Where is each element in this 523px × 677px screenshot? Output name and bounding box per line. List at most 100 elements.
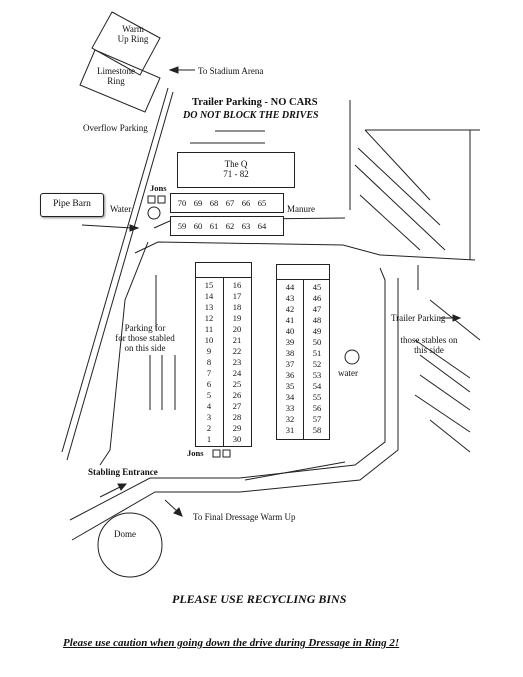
main-road-edge-a <box>61 87 169 453</box>
stall-68: 68 <box>209 198 219 208</box>
drive-mid <box>134 241 476 261</box>
trailer-parking-title: Trailer Parking - NO CARS <box>192 97 318 108</box>
stall-54: 54 <box>312 381 322 391</box>
parking-left-label: Parking for for those stabled on this si… <box>115 323 175 353</box>
stall-8: 8 <box>206 357 212 367</box>
stall-34: 34 <box>285 392 295 402</box>
stall-41: 41 <box>285 315 295 325</box>
stabling-entrance-label: Stabling Entrance <box>88 467 158 477</box>
stall-45: 45 <box>312 282 322 292</box>
stall-17: 17 <box>232 291 242 301</box>
stall-21: 21 <box>232 335 242 345</box>
stall-36: 36 <box>285 370 295 380</box>
stall-4: 4 <box>206 401 212 411</box>
stall-66: 66 <box>241 198 251 208</box>
stall-1: 1 <box>206 434 212 444</box>
stall-22: 22 <box>232 346 242 356</box>
stall-13: 13 <box>204 302 214 312</box>
stall-70: 70 <box>177 198 187 208</box>
stall-35: 35 <box>285 381 295 391</box>
stall-69: 69 <box>193 198 203 208</box>
stall-57: 57 <box>312 414 322 424</box>
limestone-ring-outline <box>79 49 161 113</box>
to-stadium-label: To Stadium Arena <box>198 66 264 76</box>
the-q-range: 71 - 82 <box>223 169 249 179</box>
stall-63: 63 <box>241 221 251 231</box>
stall-3: 3 <box>206 412 212 422</box>
limestone-ring-label: Limestone Ring <box>97 66 135 86</box>
stall-58: 58 <box>312 425 322 435</box>
water-label-left: Water <box>110 204 132 214</box>
warm-up-ring-outline <box>91 11 161 76</box>
caution-notice: Please use caution when going down the d… <box>63 637 400 649</box>
stall-65: 65 <box>257 198 267 208</box>
stall-59: 59 <box>177 221 187 231</box>
stall-40: 40 <box>285 326 295 336</box>
stall-7: 7 <box>206 368 212 378</box>
stall-46: 46 <box>312 293 322 303</box>
stall-61: 61 <box>209 221 219 231</box>
stall-49: 49 <box>312 326 322 336</box>
stall-38: 38 <box>285 348 295 358</box>
stall-48: 48 <box>312 315 322 325</box>
stall-62: 62 <box>225 221 235 231</box>
recycling-notice: PLEASE USE RECYCLING BINS <box>172 592 347 606</box>
stall-25: 25 <box>232 379 242 389</box>
stall-51: 51 <box>312 348 322 358</box>
stall-block-row-top: 70 69 68 67 66 65 <box>170 193 284 213</box>
stall-30: 30 <box>232 434 242 444</box>
stall-39: 39 <box>285 337 295 347</box>
final-dressage-label: To Final Dressage Warm Up <box>193 512 296 522</box>
warm-up-ring-label: Warm Up Ring <box>117 24 149 44</box>
stall-9: 9 <box>206 346 212 356</box>
dome-label: Dome <box>114 529 136 539</box>
pipe-barn-box: Pipe Barn <box>40 193 104 217</box>
stables-right-label: those stables on this side <box>400 335 458 355</box>
stall-row-bottom: 59 60 61 62 63 64 <box>174 221 270 231</box>
stall-31: 31 <box>285 425 295 435</box>
stall-60: 60 <box>193 221 203 231</box>
stall-2: 2 <box>206 423 212 433</box>
stall-15: 15 <box>204 280 214 290</box>
stall-50: 50 <box>312 337 322 347</box>
stall-23: 23 <box>232 357 242 367</box>
stall-47: 47 <box>312 304 322 314</box>
stall-55: 55 <box>312 392 322 402</box>
stall-27: 27 <box>232 401 242 411</box>
stall-row-top: 70 69 68 67 66 65 <box>174 198 270 208</box>
stall-10: 10 <box>204 335 214 345</box>
stall-37: 37 <box>285 359 295 369</box>
stall-16: 16 <box>232 280 242 290</box>
stall-28: 28 <box>232 412 242 422</box>
stall-43: 43 <box>285 293 295 303</box>
stall-42: 42 <box>285 304 295 314</box>
the-q-building: The Q 71 - 82 <box>177 152 295 188</box>
stall-32: 32 <box>285 414 295 424</box>
water-label-right: water <box>338 368 358 378</box>
stall-67: 67 <box>225 198 235 208</box>
stall-52: 52 <box>312 359 322 369</box>
overflow-parking-label: Overflow Parking <box>83 123 148 133</box>
trailer-parking-right-label: Trailer Parking <box>391 313 446 323</box>
stall-53: 53 <box>312 370 322 380</box>
stall-19: 19 <box>232 313 242 323</box>
stall-29: 29 <box>232 423 242 433</box>
manure-label: Manure <box>287 204 315 214</box>
stall-block-row-bottom: 59 60 61 62 63 64 <box>170 216 284 236</box>
drive-lower-a <box>69 477 240 521</box>
trailer-parking-subtitle: DO NOT BLOCK THE DRIVES <box>183 110 319 121</box>
stall-64: 64 <box>257 221 267 231</box>
pipe-barn-label: Pipe Barn <box>53 199 91 209</box>
stall-33: 33 <box>285 403 295 413</box>
stall-14: 14 <box>204 291 214 301</box>
dome-circle <box>97 512 163 578</box>
stall-18: 18 <box>232 302 242 312</box>
stall-6: 6 <box>206 379 212 389</box>
